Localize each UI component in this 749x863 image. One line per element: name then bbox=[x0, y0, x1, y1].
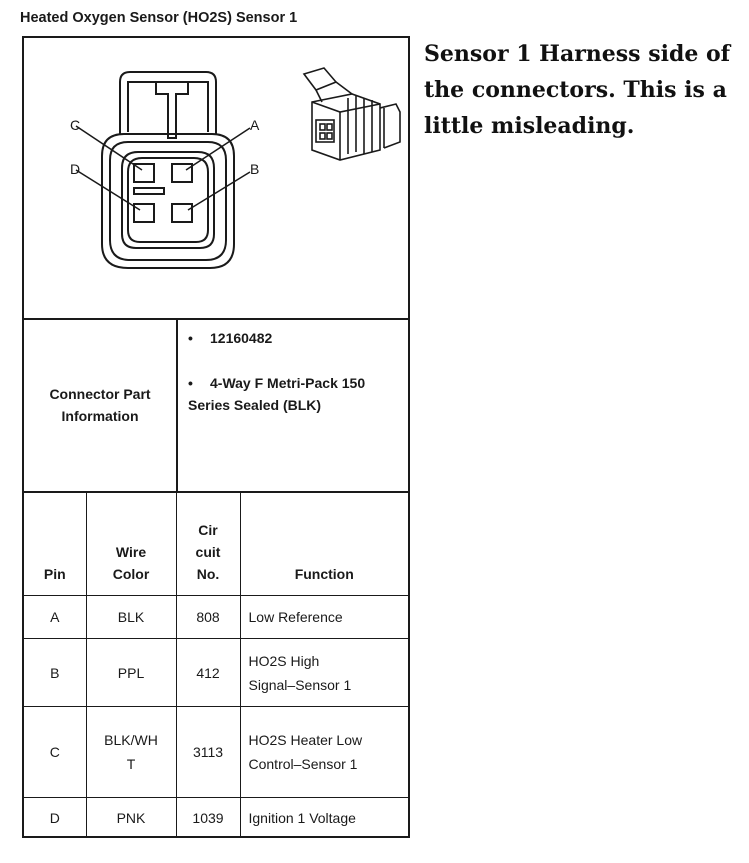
header-wire-color: Wire Color bbox=[85, 491, 177, 596]
cell-wire-color: BLK/WHT bbox=[85, 706, 177, 798]
annotation-note: Sensor 1 Harness side of the connectors.… bbox=[424, 41, 731, 139]
connector-face-illustration: C D A B bbox=[70, 67, 401, 269]
pin-label-a: A bbox=[250, 117, 260, 133]
pin-label-c: C bbox=[70, 117, 80, 133]
table-row: C BLK/WHT 3113 HO2S Heater Low Control–S… bbox=[24, 706, 408, 798]
table-row: A BLK 808 Low Reference bbox=[24, 595, 408, 639]
cell-circuit-no: 1039 bbox=[175, 797, 241, 838]
cell-pin: A bbox=[24, 595, 87, 639]
cell-wire-color: PNK bbox=[85, 797, 177, 838]
connector-part-label: Connector Part Information bbox=[24, 318, 178, 491]
page-title: Heated Oxygen Sensor (HO2S) Sensor 1 bbox=[20, 10, 298, 26]
part-number-item: • 12160482 bbox=[188, 330, 398, 346]
cell-circuit-no: 808 bbox=[175, 595, 241, 639]
bullet-icon: • bbox=[188, 330, 193, 346]
pin-label-b: B bbox=[250, 161, 259, 177]
table-row: D PNK 1039 Ignition 1 Voltage bbox=[24, 797, 408, 838]
cell-pin: C bbox=[24, 706, 87, 798]
cell-wire-color: PPL bbox=[85, 638, 177, 707]
cell-wire-color: BLK bbox=[85, 595, 177, 639]
cell-function: Ignition 1 Voltage bbox=[239, 797, 408, 838]
table-row: B PPL 412 HO2S High Signal–Sensor 1 bbox=[24, 638, 408, 707]
header-function: Function bbox=[239, 491, 408, 596]
cell-function: Low Reference bbox=[239, 595, 408, 639]
connector-document-frame: C D A B Connector Part Information • 1216… bbox=[22, 36, 410, 838]
table-header-row: Pin Wire Color Cir cuit No. Function bbox=[24, 491, 408, 596]
cell-function: HO2S High Signal–Sensor 1 bbox=[239, 638, 408, 707]
cell-function: HO2S Heater Low Control–Sensor 1 bbox=[239, 706, 408, 798]
connector-part-information: Connector Part Information •12160482 •4-… bbox=[24, 318, 408, 493]
cell-pin: B bbox=[24, 638, 87, 707]
connector-type-item: •4-Way F Metri-Pack 150 Series Sealed (B… bbox=[188, 372, 398, 416]
pin-table: Pin Wire Color Cir cuit No. Function A B… bbox=[24, 491, 408, 838]
cell-pin: D bbox=[24, 797, 87, 838]
pin-label-d: D bbox=[70, 161, 80, 177]
cell-circuit-no: 3113 bbox=[175, 706, 241, 798]
bullet-icon: • bbox=[188, 375, 193, 391]
header-circuit-no: Cir cuit No. bbox=[175, 491, 241, 596]
connector-type: 4-Way F Metri-Pack 150 Series Sealed (BL… bbox=[188, 375, 366, 413]
cell-circuit-no: 412 bbox=[175, 638, 241, 707]
header-pin: Pin bbox=[24, 491, 87, 596]
connector-diagram: C D A B bbox=[24, 38, 408, 320]
part-number: 12160482 bbox=[210, 330, 273, 346]
